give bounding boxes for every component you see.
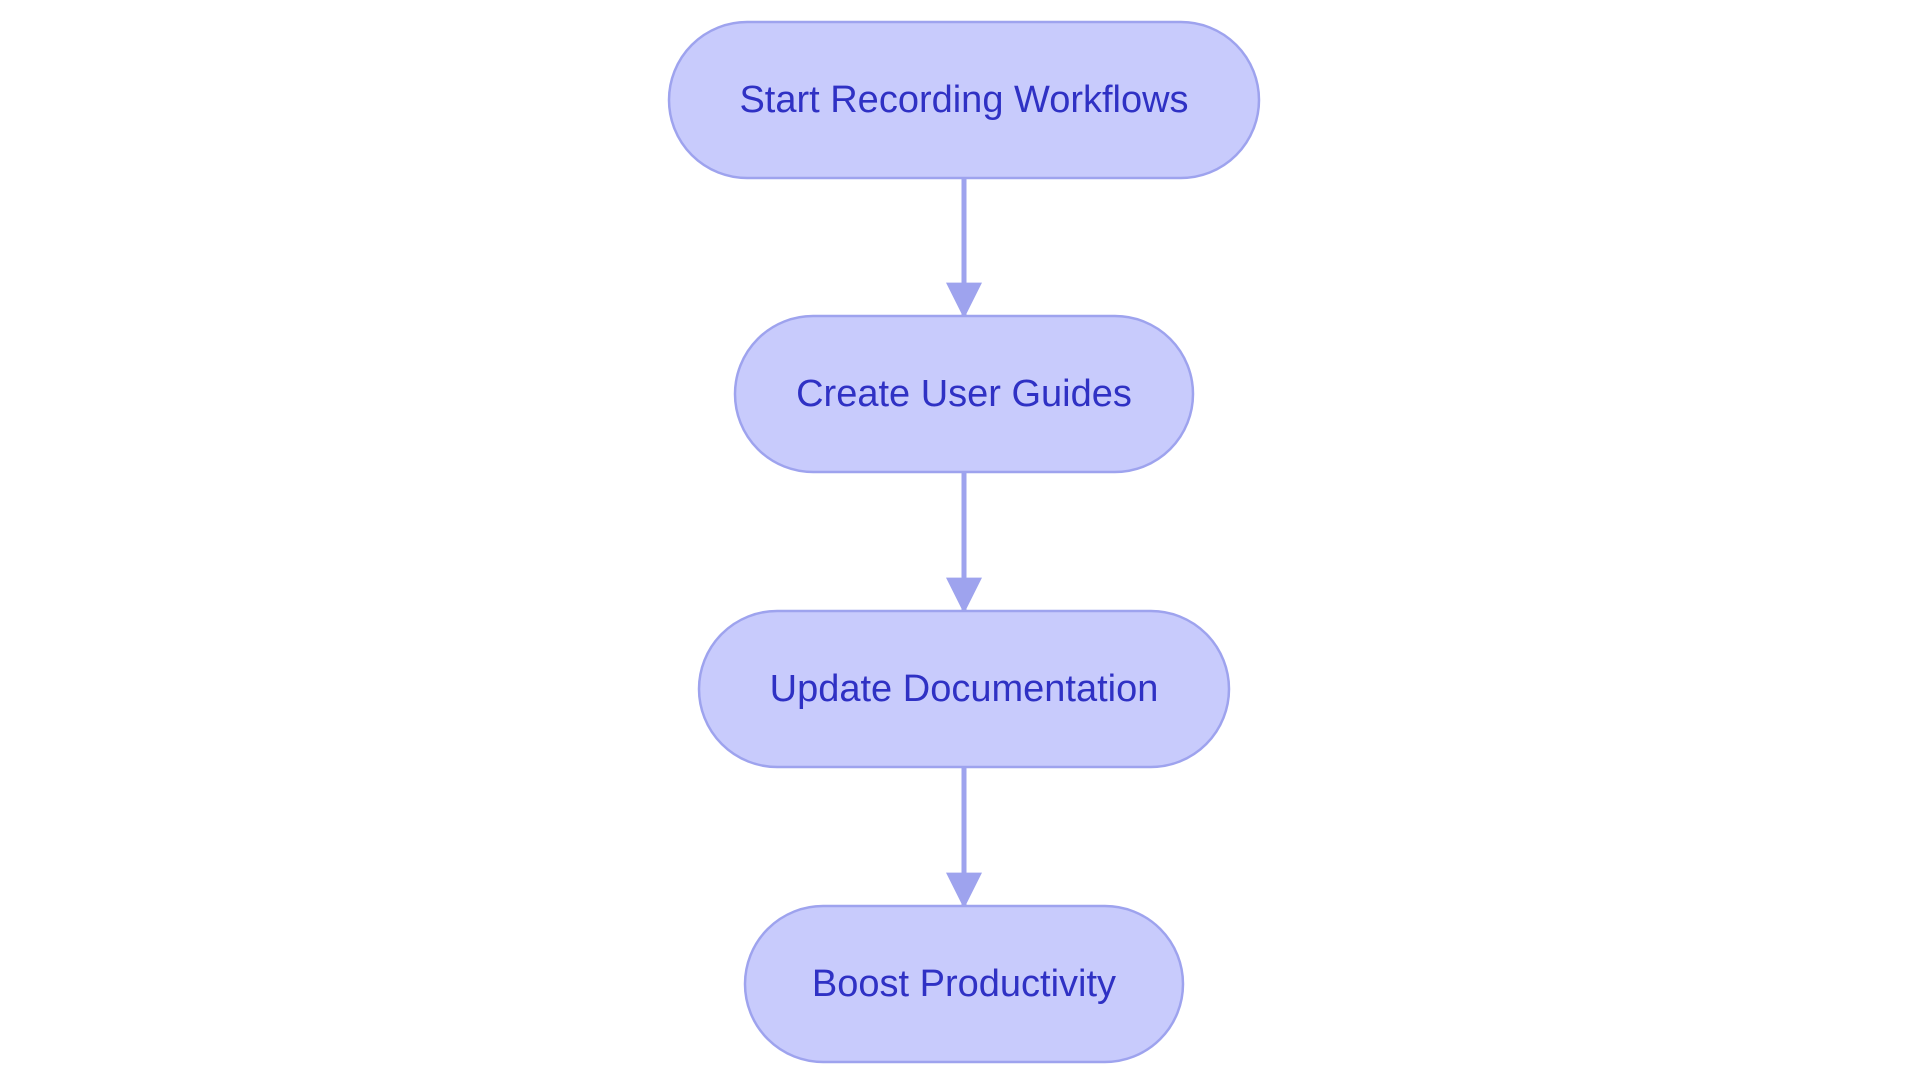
- node-label-guides: Create User Guides: [796, 373, 1132, 415]
- node-label-boost: Boost Productivity: [812, 963, 1116, 1005]
- node-label-start: Start Recording Workflows: [739, 79, 1188, 121]
- node-shape-guides: [733, 314, 1195, 474]
- node-label-docs: Update Documentation: [770, 668, 1159, 710]
- node-shape-boost: [743, 904, 1185, 1064]
- node-boost: Boost Productivity: [743, 904, 1185, 1064]
- node-shape-docs: [697, 609, 1231, 769]
- node-docs: Update Documentation: [697, 609, 1231, 769]
- node-guides: Create User Guides: [733, 314, 1195, 474]
- node-shape-start: [667, 20, 1261, 180]
- node-start: Start Recording Workflows: [667, 20, 1261, 180]
